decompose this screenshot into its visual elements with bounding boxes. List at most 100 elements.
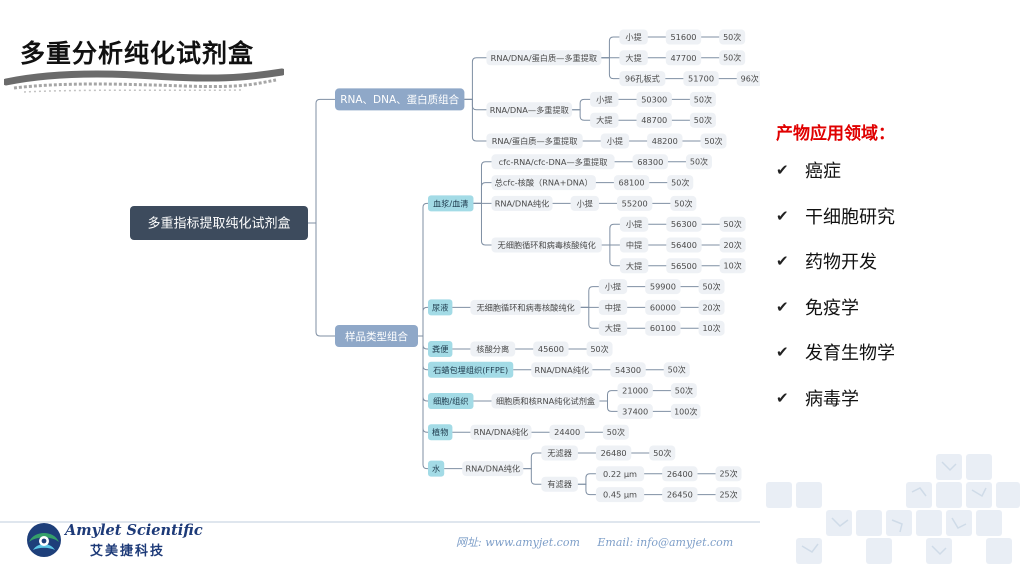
mindmap-node-label: 小提	[607, 136, 623, 146]
mindmap-node-box	[636, 112, 672, 128]
mindmap-node-label: 无细胞循环和病毒核酸纯化	[476, 302, 574, 312]
mindmap-node-box	[632, 154, 668, 170]
mindmap-node-box	[645, 320, 681, 336]
mindmap-node-label: 25次	[719, 469, 737, 479]
mindmap-node-box	[486, 102, 573, 118]
applications-panel: 产物应用领域： ✔ 癌症 ✔ 干细胞研究 ✔ 药物开发 ✔ 免疫学 ✔ 发育生物…	[776, 119, 895, 432]
application-label: 免疫学	[805, 297, 859, 319]
application-item: ✔ 癌症	[776, 159, 895, 182]
mindmap-node: 56300	[666, 216, 702, 232]
mindmap-node-label: 26480	[601, 448, 627, 458]
mindmap-node: 细胞/组织	[428, 393, 474, 409]
mindmap-node-label: 45600	[538, 344, 564, 354]
mindmap-node-box	[619, 29, 648, 45]
mindmap-node-label: 50次	[675, 385, 693, 395]
email-link[interactable]: Email: info@amyjet.com	[597, 536, 734, 549]
mindmap-node-label: 37400	[622, 406, 648, 416]
mindmap-link	[577, 473, 596, 485]
mindmap-node-label: 50次	[690, 157, 708, 167]
mindmap-node: 45600	[533, 341, 569, 357]
molecule-decoration	[766, 454, 1020, 564]
mindmap-node-box	[662, 487, 698, 503]
application-label: 药物开发	[805, 252, 877, 273]
mindmap-node: 51700	[683, 71, 719, 87]
mindmap-node: 50次	[586, 341, 613, 357]
mindmap-node-label: 样品类型组合	[345, 330, 408, 343]
check-icon: ✔	[776, 252, 789, 270]
mindmap-node-box	[617, 403, 653, 419]
mindmap-node-label: 0.22 μm	[603, 469, 637, 479]
mindmap-node-label: 68100	[619, 178, 645, 188]
mindmap-node-label: 50次	[653, 448, 671, 458]
mindmap-node-label: 中提	[605, 302, 621, 312]
mindmap-node-box	[685, 154, 712, 170]
mindmap-node-label: 血浆/血清	[433, 198, 469, 208]
mindmap-node-box	[335, 325, 418, 347]
mindmap-node: 粪便	[428, 341, 453, 357]
mindmap-node-box	[595, 487, 645, 503]
mindmap-node-box	[595, 466, 645, 482]
mindmap-node: 小提	[619, 216, 649, 232]
mindmap-node-label: 59900	[650, 282, 676, 292]
mindmap-node-label: 多重指标提取纯化试剂盒	[147, 216, 290, 232]
mindmap-node-label: 50次	[723, 53, 741, 63]
mindmap-node-box	[570, 195, 599, 211]
mindmap-node: 54300	[610, 362, 646, 378]
mindmap-node: 20次	[719, 237, 746, 253]
mindmap-node-label: 大提	[605, 323, 621, 333]
mindmap-node-label: 51600	[670, 32, 696, 42]
mindmap-node: 大提	[619, 50, 648, 66]
mindmap-node-label: 0.45 μm	[603, 490, 637, 500]
mindmap-node-box	[491, 393, 600, 409]
mindmap-node-label: 60000	[650, 302, 676, 312]
mindmap-node-box	[719, 237, 746, 253]
mindmap-node-box	[667, 175, 694, 191]
mindmap-link	[473, 182, 492, 204]
mindmap-node: 26450	[662, 487, 698, 503]
mindmap-node-box	[428, 424, 453, 441]
mindmap-node-label: 水	[432, 464, 440, 474]
application-item: ✔ 病毒学	[776, 387, 895, 410]
mindmap-node-box	[619, 237, 649, 253]
mindmap-node-label: 小提	[625, 32, 641, 42]
mindmap-node-label: 56500	[671, 261, 697, 271]
mindmap-node-label: 50次	[671, 177, 689, 187]
mindmap-link	[577, 483, 596, 496]
mindmap-node: 小提	[590, 91, 619, 107]
check-icon: ✔	[776, 297, 789, 316]
mindmap-node-box	[462, 461, 524, 477]
mindmap-node: 大提	[619, 258, 649, 274]
mindmap-node: cfc-RNA/cfc-DNA—多重提取	[491, 154, 615, 170]
mindmap-node: 50次	[700, 133, 727, 149]
application-item: ✔ 发育生物学	[776, 341, 895, 364]
mindmap-node-label: RNA/DNA/蛋白质—多重提取	[491, 53, 597, 63]
brand-name-cn: 艾美捷科技	[90, 544, 166, 559]
mindmap-link	[464, 57, 487, 100]
mindmap-node-box	[715, 466, 742, 482]
mindmap-node: 25次	[715, 466, 742, 482]
mindmap-link	[473, 202, 492, 246]
mindmap-link	[580, 286, 599, 308]
mindmap-node-box	[719, 29, 746, 45]
mindmap-node-box	[590, 91, 619, 107]
mindmap-link	[308, 222, 335, 337]
mindmap-node: 96孔板式	[619, 71, 666, 87]
mindmap-node-label: 小提	[626, 219, 642, 229]
mindmap-node: RNA、DNA、蛋白质组合	[335, 88, 465, 111]
website-link[interactable]: 网址: www.amyjet.com	[456, 536, 580, 549]
mindmap-link	[601, 223, 620, 246]
mindmap-node: 20次	[698, 299, 725, 315]
mindmap-node-label: 50次	[723, 32, 741, 42]
mindmap-node: RNA/DNA/蛋白质—多重提取	[486, 50, 602, 66]
mindmap-node-box	[491, 237, 602, 253]
mindmap-node: 50次	[719, 50, 746, 66]
mindmap-node: 无滤器	[541, 445, 578, 461]
mindmap-node-box	[428, 361, 514, 378]
check-icon: ✔	[776, 343, 789, 361]
mindmap-node: 小提	[598, 279, 628, 295]
mindmap-node-label: 68300	[637, 157, 663, 167]
mindmap-node: 50次	[649, 445, 676, 461]
mindmap-node-box	[689, 112, 716, 128]
mindmap-node-label: 26400	[667, 469, 693, 479]
mindmap-node-box	[486, 50, 602, 66]
